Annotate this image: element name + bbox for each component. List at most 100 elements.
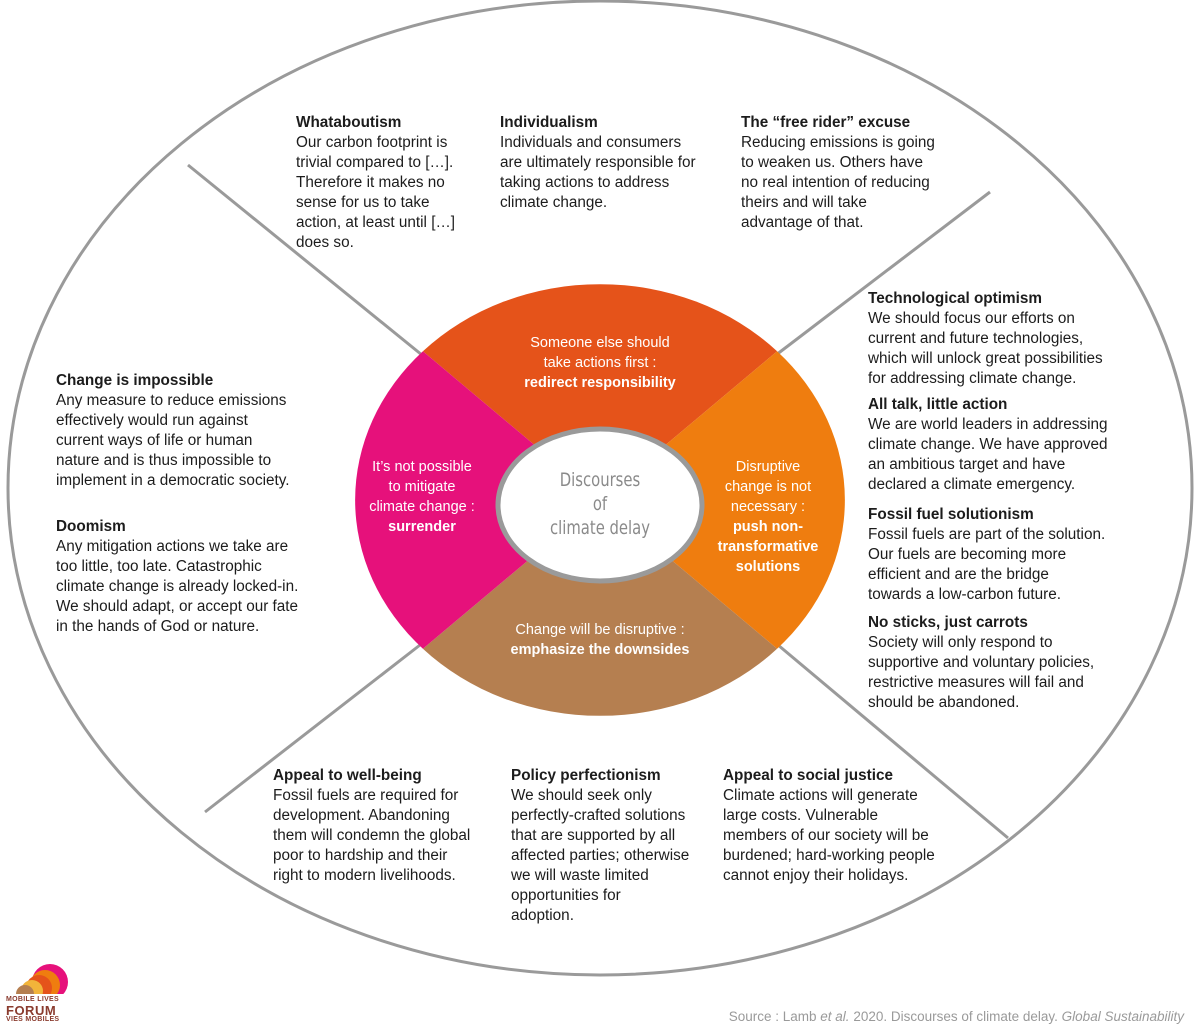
discourse-free-rider: The “free rider” excuse Reducing emissio… [741,113,971,233]
discourse-title: Whataboutism [296,114,402,131]
discourse-line: large costs. Vulnerable [723,807,879,824]
discourse-line: We are world leaders in addressing [868,416,1108,433]
discourse-no-sticks: No sticks, just carrots Society will onl… [868,613,1158,713]
discourse-title: Appeal to well-being [273,767,422,784]
center-label-line-3: climate delay [549,517,651,539]
discourse-title: Change is impossible [56,372,214,389]
discourse-line: Therefore it makes no [296,174,445,191]
discourse-doomism: Doomism Any mitigation actions we take a… [56,517,356,637]
segment-label-non-transformative-bold-2: transformative [717,539,819,555]
divider-line-bottom-right [777,643,1009,840]
discourse-line: too little, too late. Catastrophic [56,558,262,575]
discourse-whataboutism: Whataboutism Our carbon footprint is tri… [296,113,496,253]
segment-label-redirect-line-1: Someone else should [530,335,670,351]
center-label-line-2: of [592,493,608,515]
discourse-line: which will unlock great possibilities [868,350,1103,367]
discourse-line: We should focus our efforts on [868,310,1075,327]
discourse-line: We should adapt, or accept our fate [56,598,299,615]
discourse-line: opportunities for [511,887,621,904]
discourse-policy-perfectionism: Policy perfectionism We should seek only… [511,766,721,926]
discourse-line: towards a low-carbon future. [868,586,1062,603]
segment-label-non-transformative-line-2: change is not [724,479,812,495]
discourse-line: declared a climate emergency. [868,476,1076,493]
discourse-line: no real intention of reducing [741,174,930,191]
discourse-line: members of our society will be [723,827,929,844]
discourse-line: current ways of life or human [56,432,253,449]
segment-non-transformative [600,351,845,649]
segment-label-non-transformative-line-1: Disruptive [735,459,801,475]
discourse-line: restrictive measures will fail and [868,674,1084,691]
discourse-line: that are supported by all [511,827,676,844]
discourse-line: Fossil fuels are required for [273,787,459,804]
source-journal: Global Sustainability [1061,1009,1184,1024]
discourse-title: The “free rider” excuse [741,114,911,131]
discourse-line: should be abandoned. [868,694,1020,711]
center-ellipse [495,426,705,584]
discourse-line: development. Abandoning [273,807,450,824]
center-label-line-1: Discourses [559,469,641,491]
discourse-line: trivial compared to […]. [296,154,454,171]
source-etal: et al. [820,1009,850,1024]
discourse-line: Our carbon footprint is [296,134,448,151]
discourse-line: for addressing climate change. [868,370,1077,387]
segment-label-surrender-line-3: climate change : [369,499,475,515]
logo-text-line-3: VIES MOBILES [6,1016,60,1023]
discourse-technological-optimism: Technological optimism We should focus o… [868,289,1158,389]
discourse-title: Individualism [500,114,598,131]
segment-label-redirect-line-2: take actions first : [543,355,657,371]
discourse-line: burdened; hard-working people [723,847,935,864]
segment-label-non-transformative: Disruptive change is not necessary : pus… [700,457,836,577]
discourse-line: advantage of that. [741,214,864,231]
discourse-line: Any mitigation actions we take are [56,538,289,555]
segment-label-non-transformative-bold-3: solutions [735,559,801,575]
discourse-change-impossible: Change is impossible Any measure to redu… [56,371,356,491]
source-middle: 2020. Discourses of climate delay. [849,1009,1062,1024]
discourse-line: adoption. [511,907,574,924]
discourse-title: Technological optimism [868,290,1042,307]
segment-redirect-responsibility [422,284,778,500]
discourse-line: current and future technologies, [868,330,1084,347]
discourse-line: does so. [296,234,354,251]
source-citation: Source : Lamb et al. 2020. Discourses of… [729,1009,1184,1024]
discourse-line: are ultimately responsible for [500,154,696,171]
discourse-line: poor to hardship and their [273,847,448,864]
segment-label-redirect-bold: redirect responsibility [524,375,676,391]
mobile-lives-forum-logo: MOBILE LIVES FORUM VIES MOBILES [6,960,68,1026]
segment-label-surrender-line-1: It’s not possible [372,459,472,475]
discourse-line: them will condemn the global [273,827,471,844]
discourse-line: effectively would run against [56,412,248,429]
discourse-title: Appeal to social justice [723,767,894,784]
segment-label-downsides: Change will be disruptive : emphasize th… [470,620,730,660]
discourse-title: Fossil fuel solutionism [868,506,1034,523]
discourse-all-talk: All talk, little action We are world lea… [868,395,1158,495]
discourse-title: Policy perfectionism [511,767,661,784]
segment-label-surrender-line-2: to mitigate [388,479,456,495]
discourse-line: in the hands of God or nature. [56,618,260,635]
logo-sun-icon [6,964,68,998]
discourse-line: we will waste limited [511,867,649,884]
divider-line-top-right [775,190,991,357]
discourse-line: sense for us to take [296,194,430,211]
source-prefix: Source : Lamb [728,1009,821,1024]
segment-label-downsides-bold: emphasize the downsides [510,642,690,658]
discourse-line: taking actions to address [500,174,670,191]
discourse-appeal-social-justice: Appeal to social justice Climate actions… [723,766,983,886]
discourse-individualism: Individualism Individuals and consumers … [500,113,730,213]
segment-label-surrender-bold: surrender [388,519,456,535]
segment-label-downsides-line-1: Change will be disruptive : [515,622,685,638]
discourse-line: an ambitious target and have [868,456,1066,473]
discourse-line: Climate actions will generate [723,787,918,804]
discourse-line: cannot enjoy their holidays. [723,867,909,884]
discourse-line: Any measure to reduce emissions [56,392,287,409]
segment-label-non-transformative-line-3: necessary : [730,499,806,515]
discourse-line: Society will only respond to [868,634,1053,651]
divider-line-top-left [187,163,423,357]
discourse-title: No sticks, just carrots [868,614,1028,631]
discourse-appeal-well-being: Appeal to well-being Fossil fuels are re… [273,766,513,886]
discourse-line: climate change. [500,194,608,211]
discourse-line: theirs and will take [741,194,867,211]
segment-surrender [355,351,600,649]
segment-emphasize-downsides [422,500,778,716]
segment-label-surrender: It’s not possible to mitigate climate ch… [352,457,492,537]
